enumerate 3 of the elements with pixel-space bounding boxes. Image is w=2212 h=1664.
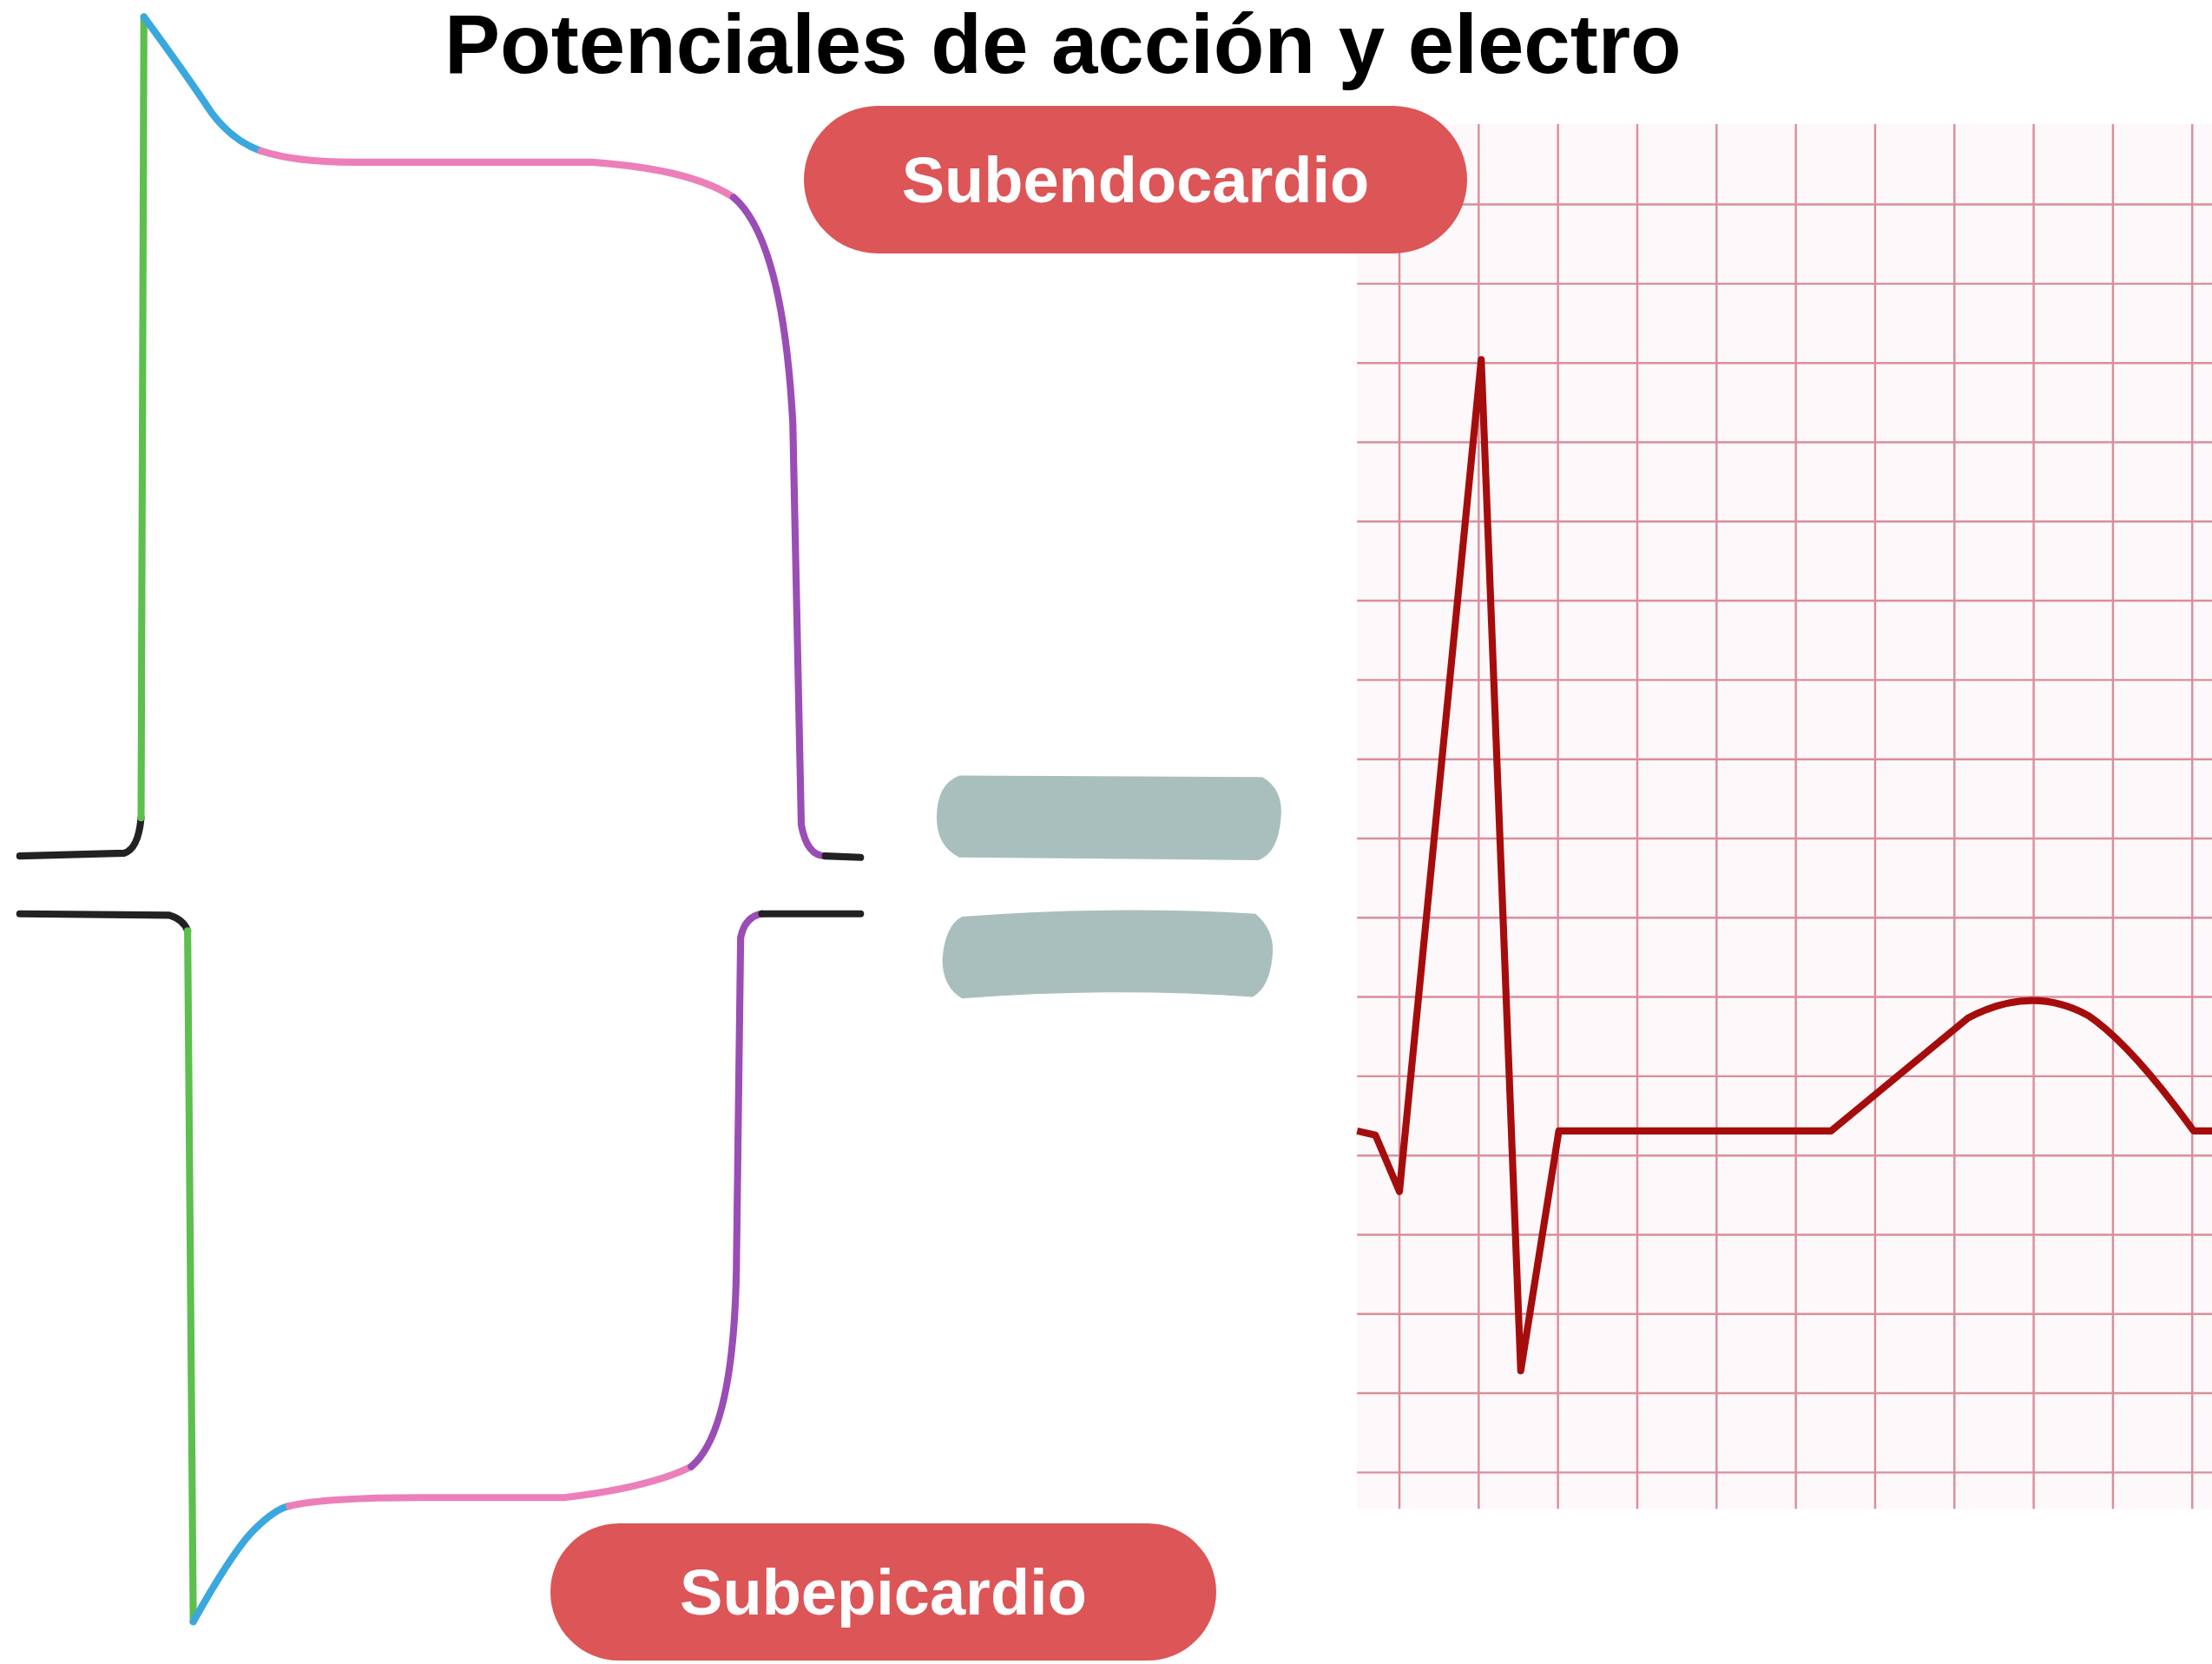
pill-label: Subendocardio (901, 142, 1370, 217)
title: Potenciales de acción y electro (444, 0, 1682, 92)
pill-label: Subepicardio (680, 1555, 1087, 1629)
